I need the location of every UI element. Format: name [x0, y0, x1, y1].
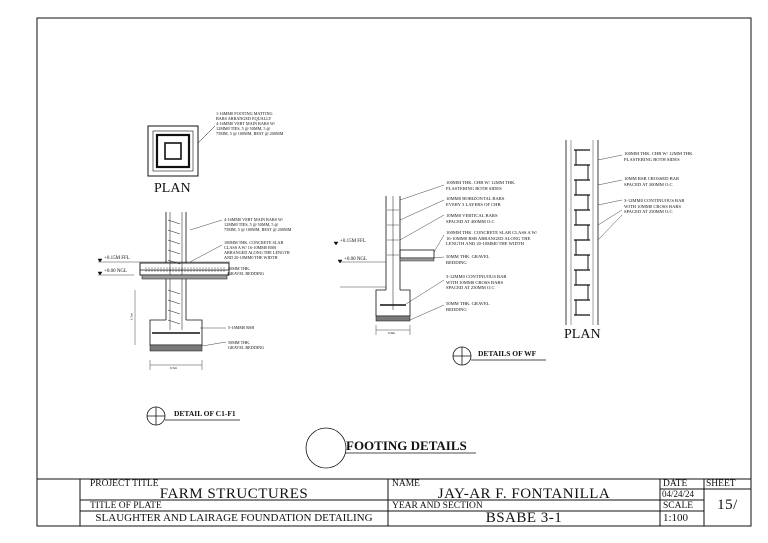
note-wf-gravel-bottom: 50MM THK. GRAVEL BEDDING [446, 301, 490, 312]
note-col-gravel-bottom: 50MM THK. GRAVEL BEDDING [228, 340, 265, 350]
year-section-label: YEAR AND SECTION [392, 501, 483, 511]
date-label: DATE [663, 479, 688, 489]
year-section-value: BSABE 3-1 [485, 510, 563, 526]
wall-footing-section [340, 184, 445, 335]
note-col-slab: 100MM THK. CONCRETE SLAB CLASS A W/ 16-1… [224, 240, 290, 260]
title-of-plate-label: TITLE OF PLATE [90, 501, 162, 511]
note-wf-horiz: 10MM0 HORIZONTAL BARS EVERY 3 LAYERS OF … [446, 196, 505, 207]
level-left-ngl: +0.00 NGL [104, 269, 128, 274]
footing-plan-left [147, 125, 216, 177]
scale-label: SCALE [663, 501, 694, 511]
dim-col-height: 1.5m [129, 313, 134, 321]
sheet-title-marker [305, 427, 476, 469]
note-wf-chb: 100MM THK. CHB W/ 12MM THK. PLASTERING B… [446, 180, 516, 191]
sheet-label: SHEET [706, 479, 736, 489]
date-value: 04/24/24 [662, 489, 695, 499]
column-footing-section [98, 212, 230, 370]
scale-value: 1:100 [663, 512, 689, 524]
level-wf-ngl: +0.00 NGL [344, 257, 368, 262]
note-col-gravel-top: 50MM THK. GRAVEL BEDDING [228, 266, 265, 276]
note-rp-crossed: 10MM RSB CROSSED BAR SPACED AT 300MM O.C [624, 176, 680, 187]
name-label: NAME [392, 479, 420, 489]
project-title-value: FARM STRUCTURES [159, 486, 309, 502]
level-left-ffl: +0.15M FFL [104, 256, 130, 261]
dim-col-width: 0.5m [170, 366, 178, 370]
plan-label-left: PLAN [154, 181, 191, 196]
dim-wf-width: 0.6m [388, 331, 396, 335]
sheet-value: 15/ [717, 497, 738, 513]
level-markers [97, 241, 343, 276]
note-rp-cont: 3-12MM0 CONTINUOUS BAR WITH 10MM0 CROSS … [624, 198, 685, 215]
detail-wf-marker [452, 346, 546, 366]
wall-plan-right [565, 140, 623, 325]
project-title-label: PROJECT TITLE [90, 479, 159, 489]
note-wf-cont: 3-12MM0 CONTINUOUS BAR WITH 10MM0 CROSS … [446, 274, 507, 291]
note-col-rsb: 5-16MM0 RSB [228, 325, 255, 330]
plan-label-right: PLAN [564, 327, 601, 342]
name-value: JAY-AR F. FONTANILLA [437, 486, 611, 502]
note-wf-gravel-top: 50MM THK. GRAVEL BEDDING [446, 254, 490, 265]
note-rp-chb: 100MM THK. CHB W/ 12MM THK. PLASTERING B… [624, 151, 694, 162]
sheet-border [36, 17, 752, 527]
title-of-plate-value: SLAUGHTER AND LAIRAGE FOUNDATION DETAILI… [95, 512, 373, 524]
title-block-grid [37, 478, 751, 526]
detail-c1f1-label: DETAIL OF C1-F1 [174, 409, 236, 418]
note-col-main: 4-16MM0 VERT MAIN BARS W/ 12MM0 TIES, 5 … [224, 217, 292, 232]
level-wf-ffl: +0.15M FFL [340, 239, 366, 244]
note-wf-slab: 100MM THK. CONCRETE SLAB CLASS A W/ 16-1… [446, 230, 538, 247]
sheet-title: FOOTING DETAILS [346, 438, 467, 453]
detail-wf-label: DETAILS OF WF [478, 349, 537, 358]
note-plan-top: 1-16MM0 FOOTING MATTING BARS ARRANGED EQ… [216, 111, 284, 136]
detail-c1f1-marker [146, 406, 240, 426]
note-wf-vert: 10MM0 VERTICAL BARS SPACED AT 400MM O.C [446, 213, 498, 224]
